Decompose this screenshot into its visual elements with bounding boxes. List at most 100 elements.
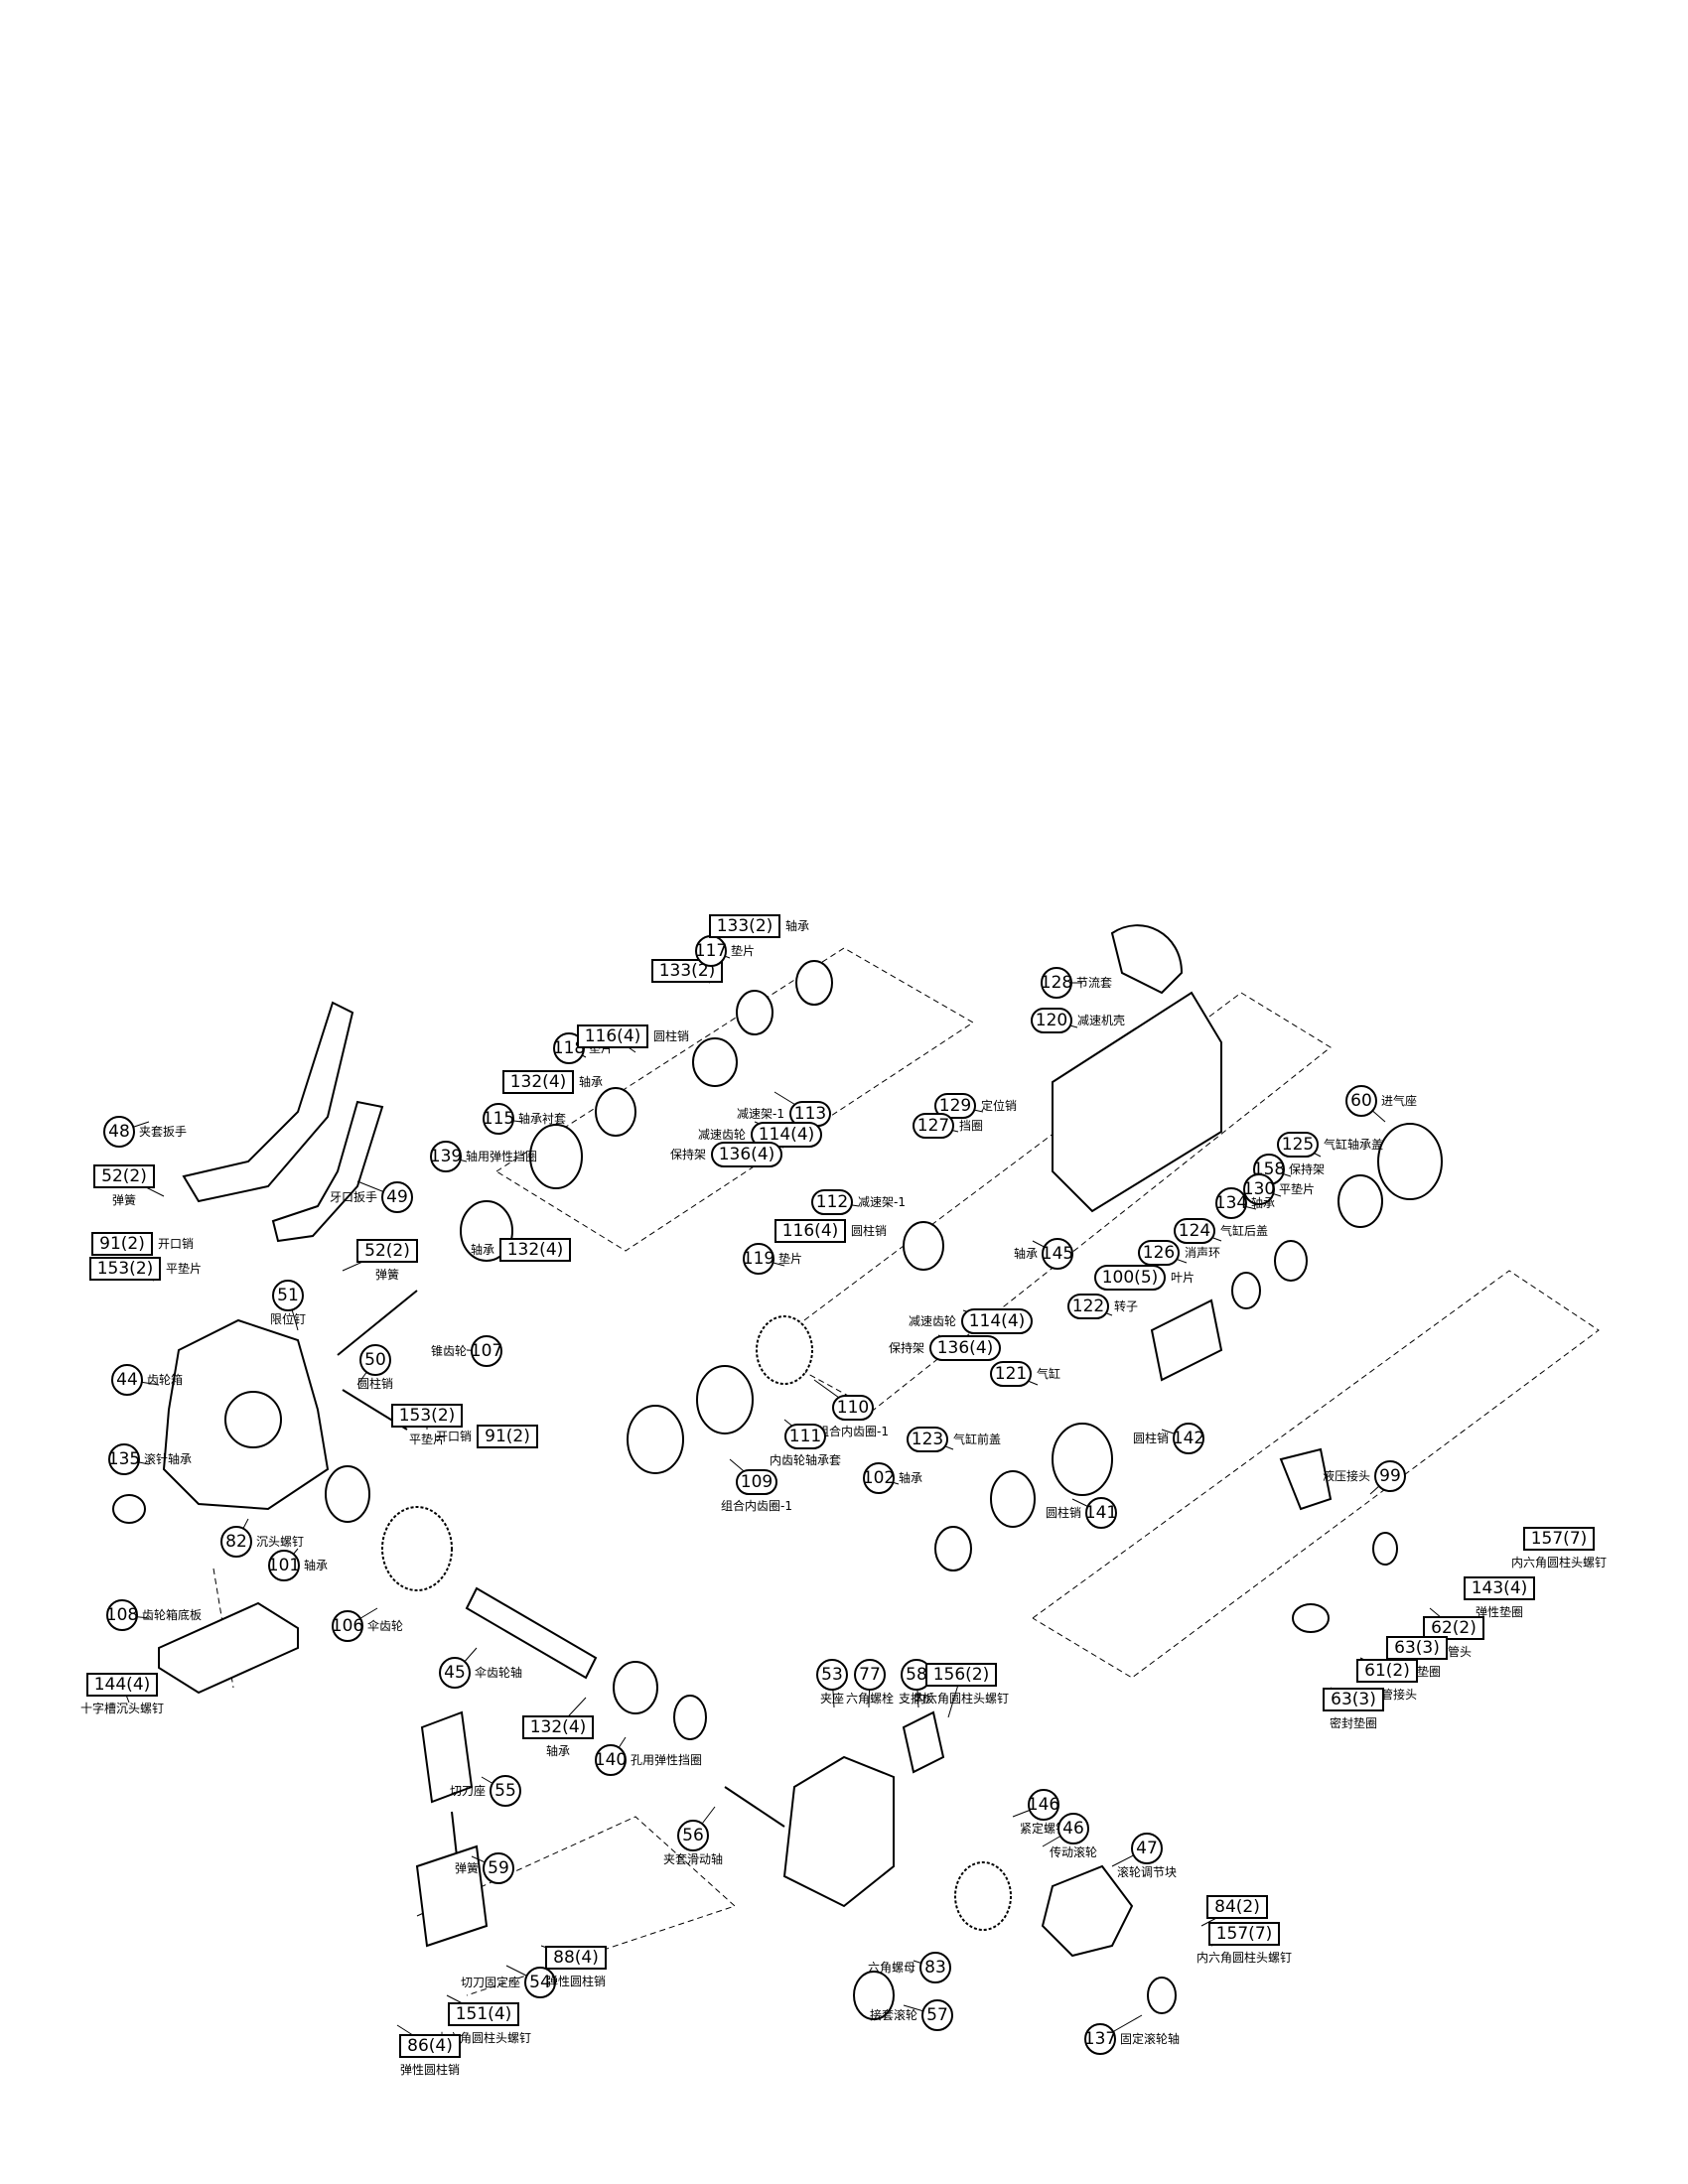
callout-number-box	[89, 1257, 161, 1281]
rotor-122	[1150, 1298, 1223, 1382]
callout-number: 51	[277, 1286, 299, 1305]
callout-number-circle	[1084, 2023, 1116, 2055]
callout-number: 99	[1379, 1466, 1401, 1486]
callout-number-box	[577, 1024, 648, 1048]
callout-number-oval	[784, 1424, 826, 1449]
callout-number: 134	[1215, 1193, 1247, 1213]
callout-number: 63(3)	[1331, 1690, 1376, 1709]
return-fitting-61	[1292, 1603, 1330, 1633]
callout-number-circle	[103, 1116, 135, 1148]
callout-label: 圆柱销	[1046, 1505, 1081, 1520]
callout-label: 齿轮箱	[147, 1372, 183, 1387]
callout-label: 减速架-1	[858, 1195, 906, 1209]
callout-label: 开口销	[158, 1237, 194, 1251]
callout-label: 垫片	[778, 1251, 802, 1266]
callout-number-box	[545, 1946, 607, 1970]
callout-number: 119	[743, 1249, 774, 1269]
callout-116b: 116(4)圆柱销	[774, 1219, 887, 1243]
callout-number-box	[1323, 1688, 1384, 1711]
callout-number: 88(4)	[553, 1948, 599, 1968]
cylinder-cap-125	[1337, 1174, 1383, 1228]
callout-label: 六角螺母	[868, 1961, 915, 1975]
callout-label: 气缸前盖	[953, 1432, 1001, 1446]
callout-label: 消声环	[1185, 1246, 1220, 1260]
callout-number-box	[499, 1238, 571, 1262]
callout-number-circle	[816, 1659, 848, 1691]
part-drawings	[112, 924, 1443, 2020]
callout-number: 143(4)	[1472, 1578, 1528, 1598]
callout-number: 62(2)	[1431, 1618, 1477, 1638]
callout-number: 136(4)	[937, 1338, 994, 1358]
bottom-plate-108	[158, 1601, 299, 1695]
callout-label: 圆柱销	[653, 1028, 689, 1043]
callout-label: 切刀固定座	[461, 1975, 520, 1989]
throttle-sleeve-128	[1110, 924, 1184, 995]
callout-number-box	[502, 1070, 574, 1094]
callout-label: 气缸后盖	[1220, 1223, 1268, 1238]
callout-number-box	[1356, 1659, 1418, 1683]
callout-number-circle	[1215, 1187, 1247, 1219]
callout-number-box	[86, 1673, 158, 1697]
callout-number-box	[448, 2002, 519, 2026]
callout-label: 滚针轴承	[144, 1451, 192, 1466]
callout-number: 44	[116, 1370, 138, 1390]
clamp-seat-53	[782, 1755, 895, 1908]
callout-number: 115	[483, 1109, 514, 1129]
cylinder-121	[1052, 1423, 1113, 1496]
reducer-housing-120	[1052, 991, 1222, 1213]
callout-number-oval	[1174, 1218, 1215, 1244]
callout-label: 气缸	[1037, 1366, 1060, 1381]
callout-86: 86(4)弹性圆柱销	[396, 2024, 461, 2077]
callout-number: 140	[595, 1750, 627, 1770]
spring-59	[451, 1811, 458, 1857]
callout-number-oval	[751, 1122, 822, 1148]
callout-label: 减速架-1	[737, 1107, 784, 1121]
callout-number: 137	[1084, 2029, 1116, 2049]
callout-91a: 91(2)开口销	[91, 1232, 194, 1256]
callout-label: 十字槽沉头螺钉	[80, 1701, 164, 1715]
callout-number-oval	[990, 1361, 1032, 1387]
callout-number-circle	[359, 1344, 391, 1376]
callout-label: 组合内齿圈-1	[721, 1498, 792, 1513]
callout-label: 轴承	[546, 1743, 570, 1758]
callout-label: 圆柱销	[1133, 1431, 1169, 1445]
boundary-gear-stage	[495, 947, 974, 1252]
callout-label: 限位钉	[270, 1311, 306, 1326]
roller-adjust-block-47	[1041, 1864, 1134, 1958]
callout-number-oval	[907, 1427, 948, 1452]
bearing-102	[934, 1526, 972, 1571]
callout-136b: 136(4)保持架	[889, 1334, 1001, 1361]
callout-number: 82	[225, 1532, 247, 1552]
callout-number: 45	[444, 1663, 466, 1683]
callout-number-circle	[272, 1280, 304, 1311]
callout-label: 轴承	[304, 1558, 328, 1572]
callout-114a: 114(4)减速齿轮	[698, 1121, 822, 1148]
callout-number-box	[709, 914, 780, 938]
callout-label: 轴承衬套	[518, 1111, 566, 1126]
bearing-132-mid	[595, 1087, 636, 1137]
callout-132a: 132(4)轴承	[502, 1070, 603, 1094]
callout-label: 保持架	[1289, 1161, 1325, 1176]
callout-number: 52(2)	[101, 1166, 147, 1186]
callout-number: 128	[1041, 973, 1072, 993]
callout-number-circle	[483, 1852, 514, 1884]
callout-label: 挡圈	[959, 1119, 983, 1133]
callout-label: 弹簧	[455, 1860, 479, 1875]
callout-115: 115 轴承衬套	[483, 1103, 566, 1135]
callout-number-circle	[1131, 1833, 1163, 1864]
callout-number-box	[1464, 1576, 1535, 1600]
callout-number: 132(4)	[530, 1717, 587, 1737]
callout-label: 密封垫圈	[1330, 1715, 1377, 1730]
sleeve-roller-57	[853, 1971, 895, 2020]
callout-label: 夹套滑动轴	[663, 1851, 723, 1866]
callout-number-oval	[1277, 1132, 1319, 1158]
